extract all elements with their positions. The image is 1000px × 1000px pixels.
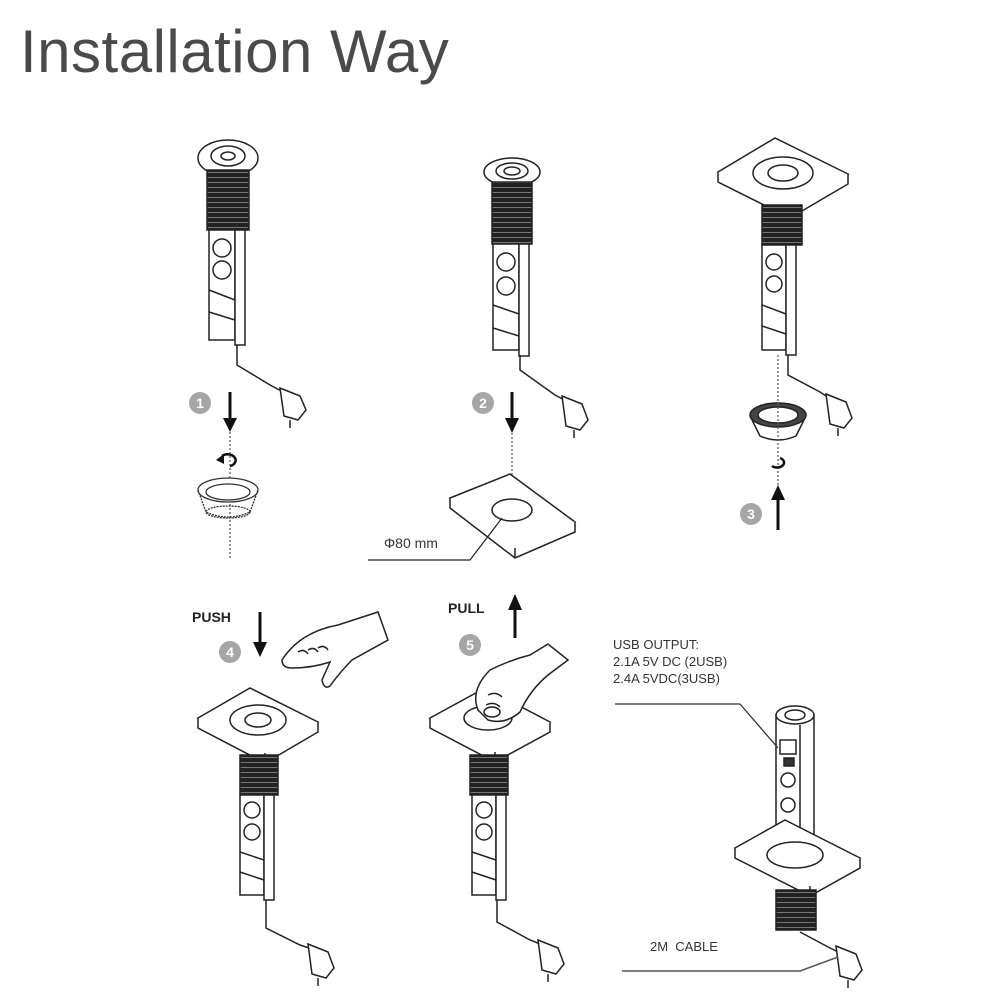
step-badge-2: 2: [472, 392, 494, 414]
step1-ring: [197, 477, 259, 519]
push-label: PUSH: [192, 609, 231, 625]
usb-output-line-2: 2.4A 5VDC(3USB): [613, 671, 720, 686]
step1-arrow: [216, 392, 237, 560]
step3-socket-illustration: [716, 137, 853, 436]
step1-socket-illustration: [197, 139, 307, 428]
step5-socket-illustration: [428, 687, 565, 982]
step4-arrow: [253, 612, 267, 657]
page-title: Installation Way: [20, 18, 450, 85]
step3-arrow: [771, 355, 786, 530]
usb-output-heading: USB OUTPUT:: [613, 637, 699, 652]
step-badge-4: 4: [219, 641, 241, 663]
dimension-leader: [368, 517, 503, 561]
usb-leader-line: [615, 703, 779, 749]
step-badge-3: 3: [740, 503, 762, 525]
hole-dimension-label: Φ80 mm: [384, 535, 438, 551]
usb-output-spec: USB OUTPUT: 2.1A 5V DC (2USB) 2.4A 5VDC(…: [613, 636, 727, 687]
step-badge-1: 1: [189, 392, 211, 414]
usb-output-line-1: 2.1A 5V DC (2USB): [613, 654, 728, 669]
step5-hand: [475, 643, 570, 723]
step-badge-5: 5: [459, 634, 481, 656]
cable-leader-line: [622, 956, 839, 972]
step4-socket-illustration: [196, 687, 335, 986]
cable-length-label: 2M CABLE: [650, 939, 718, 954]
final-socket-illustration: [733, 705, 863, 988]
step2-tabletop: [448, 473, 577, 559]
pull-label: PULL: [448, 600, 485, 616]
step2-socket-illustration: [483, 157, 589, 438]
step5-arrow: [508, 594, 522, 638]
step4-hand: [281, 611, 389, 688]
